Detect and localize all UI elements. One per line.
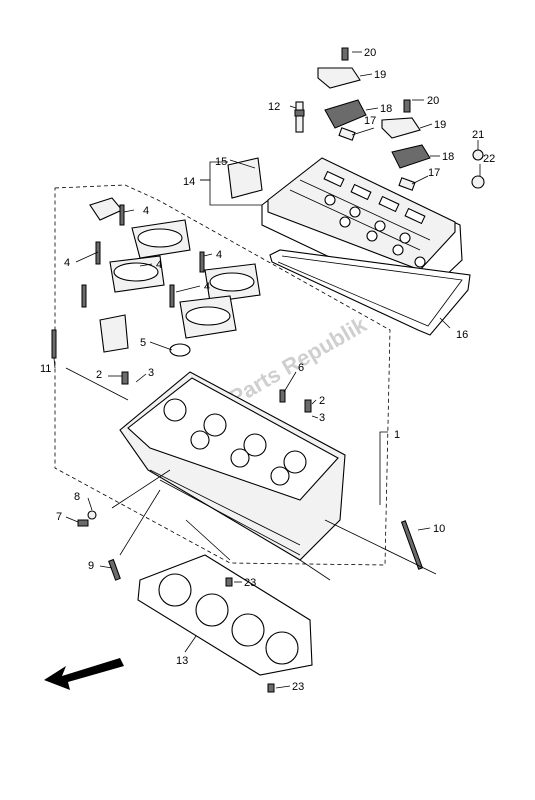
- bolt-10: [400, 520, 424, 570]
- callout-8: 8: [74, 491, 80, 503]
- callout-15: 15: [215, 156, 227, 168]
- cover-gasket-inner: [277, 255, 463, 327]
- dowel-2-left: [121, 371, 129, 385]
- camshaft-caps: [89, 197, 261, 353]
- callout-4-a: 4: [143, 205, 149, 217]
- spark-plug: [294, 101, 305, 133]
- callout-23-bottom: 23: [292, 681, 304, 693]
- callout-14: 14: [183, 176, 195, 188]
- washer-8: [87, 510, 97, 520]
- stud-9: [108, 558, 121, 581]
- cam-bolt-c: [199, 251, 205, 273]
- callout-22: 22: [483, 153, 495, 165]
- dowel-2-right: [304, 399, 312, 413]
- coil-cap-right: [381, 99, 421, 139]
- callout-16: 16: [456, 329, 468, 341]
- callout-18-right: 18: [442, 151, 454, 163]
- watermark-text: Parts Republik: [225, 311, 372, 410]
- bolt-11: [51, 329, 57, 359]
- stud-6: [279, 389, 286, 403]
- plate-18-left: [324, 99, 367, 129]
- dowel-23-top: [225, 577, 233, 587]
- callout-19-left: 19: [374, 69, 386, 81]
- callout-9: 9: [88, 560, 94, 572]
- callout-4-b: 4: [64, 257, 70, 269]
- leader-lines: [53, 51, 481, 689]
- dowel-23-bottom: [267, 683, 275, 693]
- callout-6: 6: [298, 362, 304, 374]
- plug-5: [169, 343, 191, 357]
- callout-4-d: 4: [156, 259, 162, 271]
- coil-cap-left: [317, 47, 361, 89]
- front-arrow-icon: [44, 658, 124, 690]
- cam-bolt-d: [169, 284, 175, 308]
- callout-13: 13: [176, 655, 188, 667]
- callout-5: 5: [140, 337, 146, 349]
- callout-7: 7: [56, 511, 62, 523]
- cam-bolt-e: [81, 284, 87, 308]
- part-17-left: [338, 127, 356, 141]
- callout-3-right: 3: [319, 412, 325, 424]
- callout-10: 10: [433, 523, 445, 535]
- callout-4-c: 4: [216, 249, 222, 261]
- cover-gasket: [269, 249, 471, 336]
- callout-17-left: 17: [364, 115, 376, 127]
- callout-23-top: 23: [244, 577, 256, 589]
- callout-12: 12: [268, 101, 280, 113]
- bolt-21: [472, 149, 484, 161]
- bolt-7: [77, 519, 89, 527]
- callout-20-right: 20: [427, 95, 439, 107]
- grommet-22: [471, 175, 485, 189]
- cam-bolt-a: [119, 204, 125, 226]
- callout-20-left: 20: [364, 47, 376, 59]
- part-17-right: [398, 177, 416, 191]
- bracket-15: [227, 157, 263, 199]
- callout-21: 21: [472, 129, 484, 141]
- callout-2-right: 2: [319, 395, 325, 407]
- callout-4-e: 4: [204, 281, 210, 293]
- callout-11: 11: [40, 363, 51, 375]
- head-gasket: [137, 554, 313, 676]
- callout-2-left: 2: [96, 369, 102, 381]
- callout-1: 1: [394, 429, 400, 441]
- callout-17-right: 17: [428, 167, 440, 179]
- plate-18-right: [391, 144, 431, 169]
- callout-3-left: 3: [148, 367, 154, 379]
- cylinder-head: [119, 371, 346, 561]
- callout-18-left: 18: [380, 103, 392, 115]
- cylinder-head-cover: [261, 157, 463, 301]
- callout-19-right: 19: [434, 119, 446, 131]
